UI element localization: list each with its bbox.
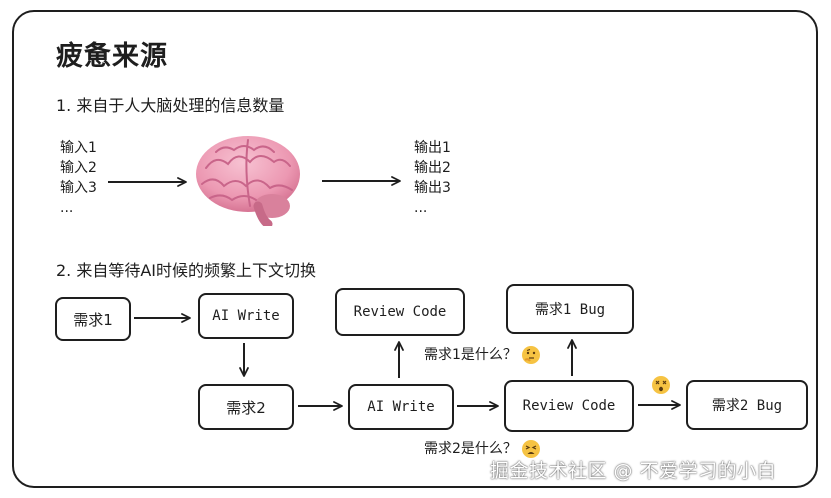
output-item: ... [414, 200, 428, 216]
req1-bug-box: 需求1 Bug [506, 284, 634, 334]
req2-box: 需求2 [198, 384, 294, 430]
ai-write-box-2: AI Write [348, 384, 454, 430]
review-code-box-2: Review Code [504, 380, 634, 432]
dizzy-face-icon [652, 376, 670, 394]
note-text: 需求1是什么？ [424, 347, 517, 363]
input-item: 输入3 [60, 180, 97, 196]
input-item: 输入2 [60, 160, 97, 176]
ai-write-box-1: AI Write [198, 293, 294, 339]
input-item: ... [60, 200, 74, 216]
thinking-face-icon [522, 346, 541, 364]
note-what-is-req2: 需求2是什么？ [424, 438, 541, 459]
output-list: 输出1 输出2 输出3 ... [414, 138, 451, 218]
watermark: 掘金技术社区 @ 不爱学习的小白 [490, 460, 777, 482]
input-item: 输入1 [60, 140, 97, 156]
review-code-box-1: Review Code [335, 288, 465, 336]
section1-heading: 1. 来自于人大脑处理的信息数量 [56, 96, 285, 115]
page-title: 疲惫来源 [56, 41, 168, 72]
note-text: 需求2是什么？ [424, 441, 517, 457]
input-list: 输入1 输入2 输入3 ... [60, 138, 97, 218]
req1-box: 需求1 [55, 297, 131, 341]
note-what-is-req1: 需求1是什么？ [424, 344, 541, 365]
brain-icon [196, 136, 300, 226]
output-item: 输出1 [414, 140, 451, 156]
section2-heading: 2. 来自等待AI时候的频繁上下文切换 [56, 261, 317, 280]
tired-face-icon [522, 440, 541, 458]
output-item: 输出2 [414, 160, 451, 176]
output-item: 输出3 [414, 180, 451, 196]
req2-bug-box: 需求2 Bug [686, 380, 808, 430]
